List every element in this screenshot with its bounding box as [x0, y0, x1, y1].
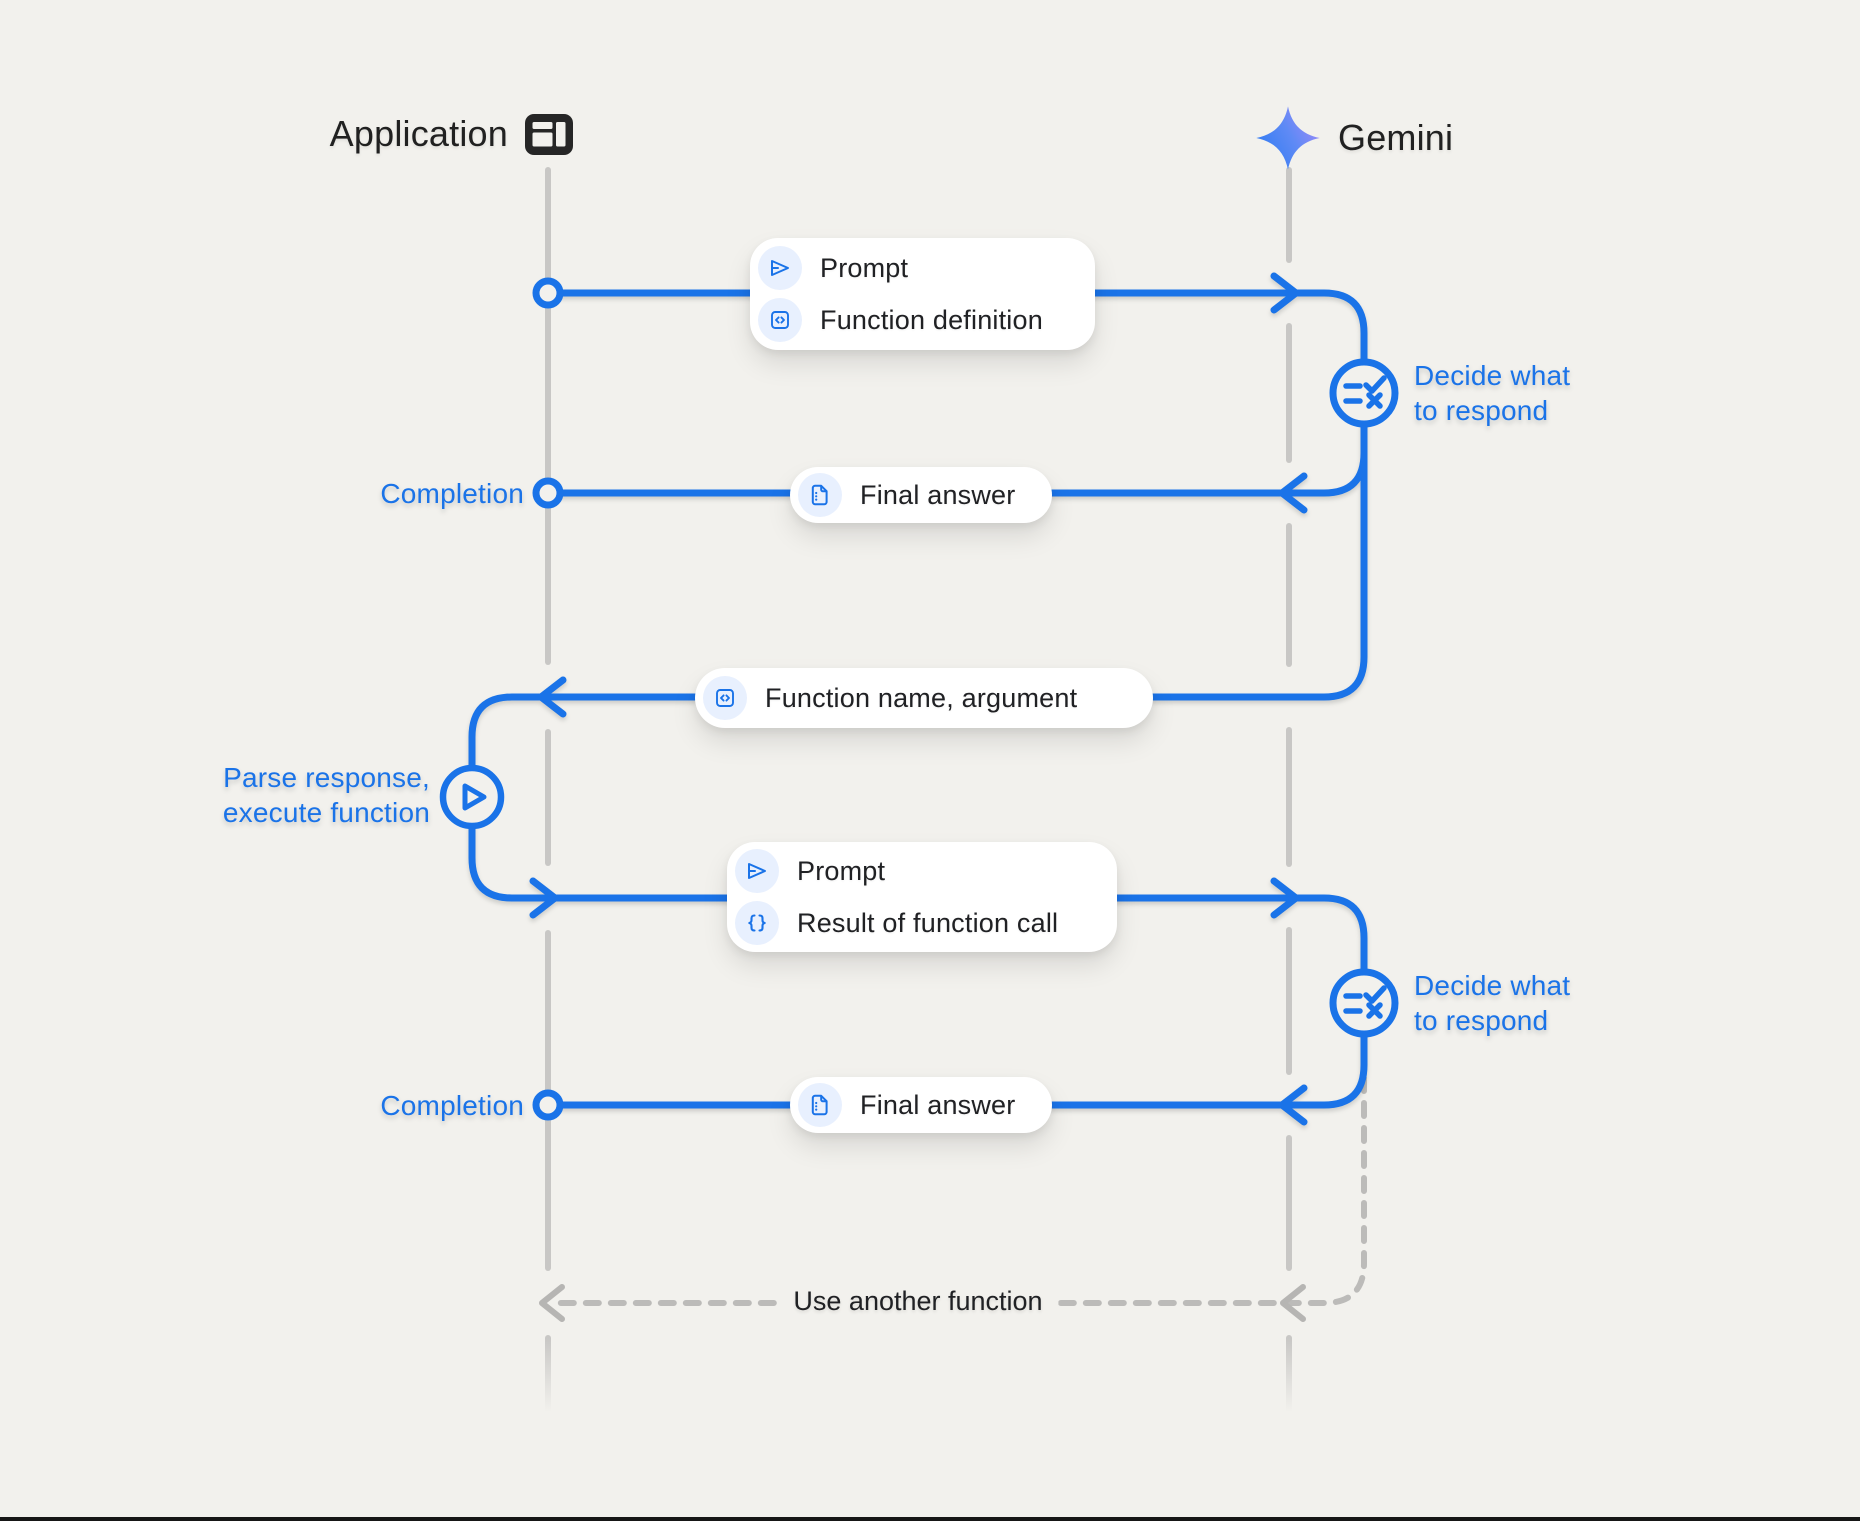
- arrowhead-right-row4-gemini: [1270, 877, 1300, 919]
- use-another-function-label: Use another function: [777, 1286, 1059, 1317]
- arrowhead-left-row5: [1278, 1084, 1308, 1126]
- gemini-spark-icon: [1255, 105, 1321, 171]
- parse-execute-label: Parse response, execute function: [222, 762, 430, 828]
- play-icon: [462, 783, 487, 811]
- completion-label-1: Completion: [380, 478, 524, 509]
- card-prompt-function-result: Prompt Result of function call: [727, 842, 1117, 952]
- card-row: Function name, argument: [703, 676, 1153, 720]
- app-window-icon: [525, 113, 573, 155]
- curly-braces-icon: [735, 901, 779, 945]
- card-row: Prompt: [758, 246, 1095, 290]
- actor-application: Application: [330, 113, 573, 155]
- decide-node-2: [1329, 968, 1399, 1038]
- actor-gemini: Gemini: [1255, 105, 1453, 171]
- arrowhead-gray-cross: [1280, 1284, 1306, 1322]
- start-node: [532, 277, 564, 309]
- rule-icon: [1343, 375, 1387, 409]
- message-label: Prompt: [820, 252, 909, 283]
- message-label: Function name, argument: [765, 682, 1078, 713]
- message-label: Final answer: [860, 1089, 1016, 1120]
- arrowhead-right-row1: [1270, 272, 1300, 314]
- use-another-function-path: [539, 1075, 1367, 1322]
- card-final-answer-1: Final answer: [790, 467, 1052, 523]
- application-label: Application: [329, 113, 508, 154]
- message-label: Prompt: [797, 855, 886, 886]
- rule-icon: [1343, 985, 1387, 1019]
- arrowhead-right-row4: [529, 877, 559, 919]
- decide-label-2: Decide what to respond: [1414, 970, 1571, 1036]
- card-prompt-function-definition: Prompt Function definition: [750, 238, 1095, 350]
- message-label: Function definition: [820, 304, 1043, 335]
- final-answer-branch-path: [556, 449, 1368, 497]
- card-row: Final answer: [798, 1083, 1052, 1127]
- document-icon: [798, 473, 842, 517]
- code-brackets-icon: [758, 298, 802, 342]
- card-final-answer-2: Final answer: [790, 1077, 1052, 1133]
- message-label: Result of function call: [797, 907, 1059, 938]
- document-icon: [798, 1083, 842, 1127]
- completion-node-2: [532, 1089, 564, 1121]
- arrowhead-left-row3: [537, 676, 567, 718]
- bottom-edge-bar: [0, 1517, 1860, 1521]
- arrowhead-left-row2: [1278, 472, 1308, 514]
- completion-node-1: [532, 477, 564, 509]
- card-row: Function definition: [758, 298, 1095, 342]
- card-row: Final answer: [798, 473, 1052, 517]
- gemini-label: Gemini: [1338, 117, 1454, 158]
- message-label: Final answer: [860, 479, 1016, 510]
- endpoint-circles: [532, 277, 564, 1121]
- send-icon: [758, 246, 802, 290]
- card-row: Prompt: [735, 849, 1117, 893]
- send-icon: [735, 849, 779, 893]
- code-brackets-icon: [703, 676, 747, 720]
- arrowhead-gray-end: [539, 1284, 565, 1322]
- completion-label-2: Completion: [380, 1090, 524, 1121]
- execute-node: [439, 764, 505, 830]
- card-function-name-argument: Function name, argument: [695, 668, 1153, 728]
- decide-label-1: Decide what to respond: [1414, 360, 1571, 426]
- card-row: Result of function call: [735, 901, 1117, 945]
- decide-node-1: [1329, 358, 1399, 428]
